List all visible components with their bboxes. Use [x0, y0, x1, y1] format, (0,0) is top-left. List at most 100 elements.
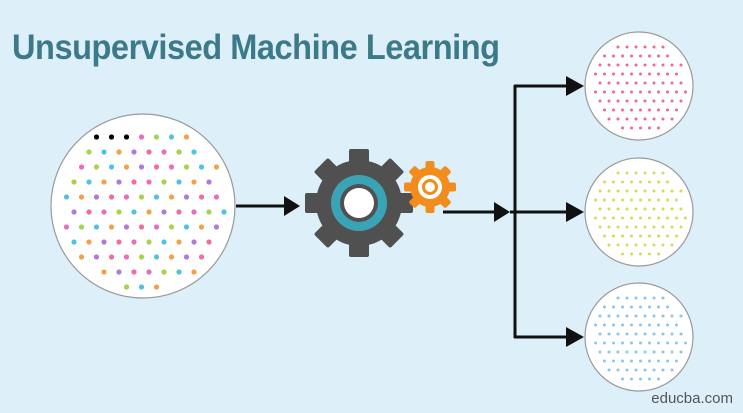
data-point: [191, 209, 197, 215]
data-point: [93, 134, 100, 140]
cluster-point: [657, 108, 660, 112]
data-point: [71, 209, 77, 215]
cluster-point: [675, 90, 678, 94]
cluster-point: [666, 323, 669, 327]
data-point: [198, 194, 205, 200]
cluster-point: [612, 72, 615, 76]
cluster-point: [661, 81, 665, 85]
cluster-point: [603, 54, 606, 58]
cluster-point: [670, 63, 674, 67]
cluster-point: [675, 216, 678, 220]
cluster-point: [648, 377, 651, 381]
cluster-point: [612, 359, 615, 363]
data-point: [176, 239, 182, 245]
cluster-point: [639, 359, 642, 363]
cluster-point: [657, 126, 660, 130]
cluster-point: [670, 189, 674, 193]
cluster-point: [625, 171, 629, 175]
data-point: [206, 179, 212, 185]
cluster-point: [666, 216, 669, 220]
cluster-point: [639, 305, 642, 309]
cluster-point: [639, 234, 642, 238]
cluster-point: [639, 216, 642, 220]
cluster-point: [612, 234, 615, 238]
data-point: [183, 254, 190, 260]
cluster-point: [621, 252, 624, 256]
cluster-point: [643, 314, 647, 318]
cluster-blue-circle: [584, 282, 694, 392]
cluster-point: [607, 207, 611, 211]
data-point: [153, 164, 160, 170]
data-point: [101, 239, 107, 245]
cluster-point: [652, 314, 656, 318]
cluster-point: [630, 323, 633, 327]
cluster-point: [625, 207, 629, 211]
cluster-pink-circle: [584, 31, 694, 141]
cluster-point: [607, 81, 611, 85]
cluster-point: [652, 332, 656, 336]
cluster-point: [612, 323, 615, 327]
cluster-point: [639, 90, 642, 94]
cluster-point: [675, 359, 678, 363]
data-point: [116, 269, 122, 275]
cluster-point: [634, 45, 638, 49]
data-point: [138, 254, 145, 260]
cluster-point: [625, 117, 629, 121]
cluster-point: [652, 350, 656, 354]
data-point: [63, 224, 70, 230]
cluster-point: [661, 99, 665, 103]
cluster-point: [652, 189, 656, 193]
cluster-point: [661, 296, 665, 300]
cluster-point: [679, 314, 683, 318]
cluster-point: [616, 368, 620, 372]
data-point: [161, 269, 167, 275]
cluster-point: [603, 305, 606, 309]
data-point: [71, 239, 77, 245]
cluster-point: [661, 368, 665, 372]
cluster-point: [616, 296, 620, 300]
cluster-point: [630, 341, 633, 345]
cluster-point: [634, 207, 638, 211]
data-point: [86, 179, 92, 185]
data-point: [131, 269, 137, 275]
cluster-point: [616, 63, 620, 67]
cluster-point: [652, 81, 656, 85]
cluster-point: [621, 305, 624, 309]
arrow-to-cluster-3-head: [566, 327, 584, 347]
cluster-point: [616, 314, 620, 318]
data-point: [176, 209, 182, 215]
cluster-point: [630, 180, 633, 184]
cluster-point: [679, 350, 683, 354]
cluster-point: [639, 72, 642, 76]
cluster-point: [621, 126, 624, 130]
cluster-point: [648, 216, 651, 220]
cluster-point: [625, 99, 629, 103]
cluster-point: [639, 126, 642, 130]
cluster-point: [625, 63, 629, 67]
cluster-point: [603, 180, 606, 184]
data-point: [176, 179, 182, 185]
cluster-point: [616, 225, 620, 229]
cluster-point: [639, 341, 642, 345]
cluster-point: [661, 117, 665, 121]
data-point: [183, 194, 190, 200]
cluster-point: [630, 252, 633, 256]
cluster-point: [657, 198, 660, 202]
cluster-point: [661, 45, 665, 49]
cluster-point: [612, 216, 615, 220]
cluster-point: [666, 305, 669, 309]
cluster-point: [616, 117, 620, 121]
cluster-point: [657, 359, 660, 363]
cluster-point: [657, 234, 660, 238]
cluster-point: [657, 90, 660, 94]
cluster-point: [634, 171, 638, 175]
cluster-point: [625, 45, 629, 49]
cluster-point: [598, 81, 602, 85]
cluster-point: [634, 189, 638, 193]
data-point: [183, 224, 190, 230]
cluster-point: [648, 252, 651, 256]
cluster-point: [630, 305, 633, 309]
cluster-point: [652, 117, 656, 121]
cluster-point: [603, 90, 606, 94]
